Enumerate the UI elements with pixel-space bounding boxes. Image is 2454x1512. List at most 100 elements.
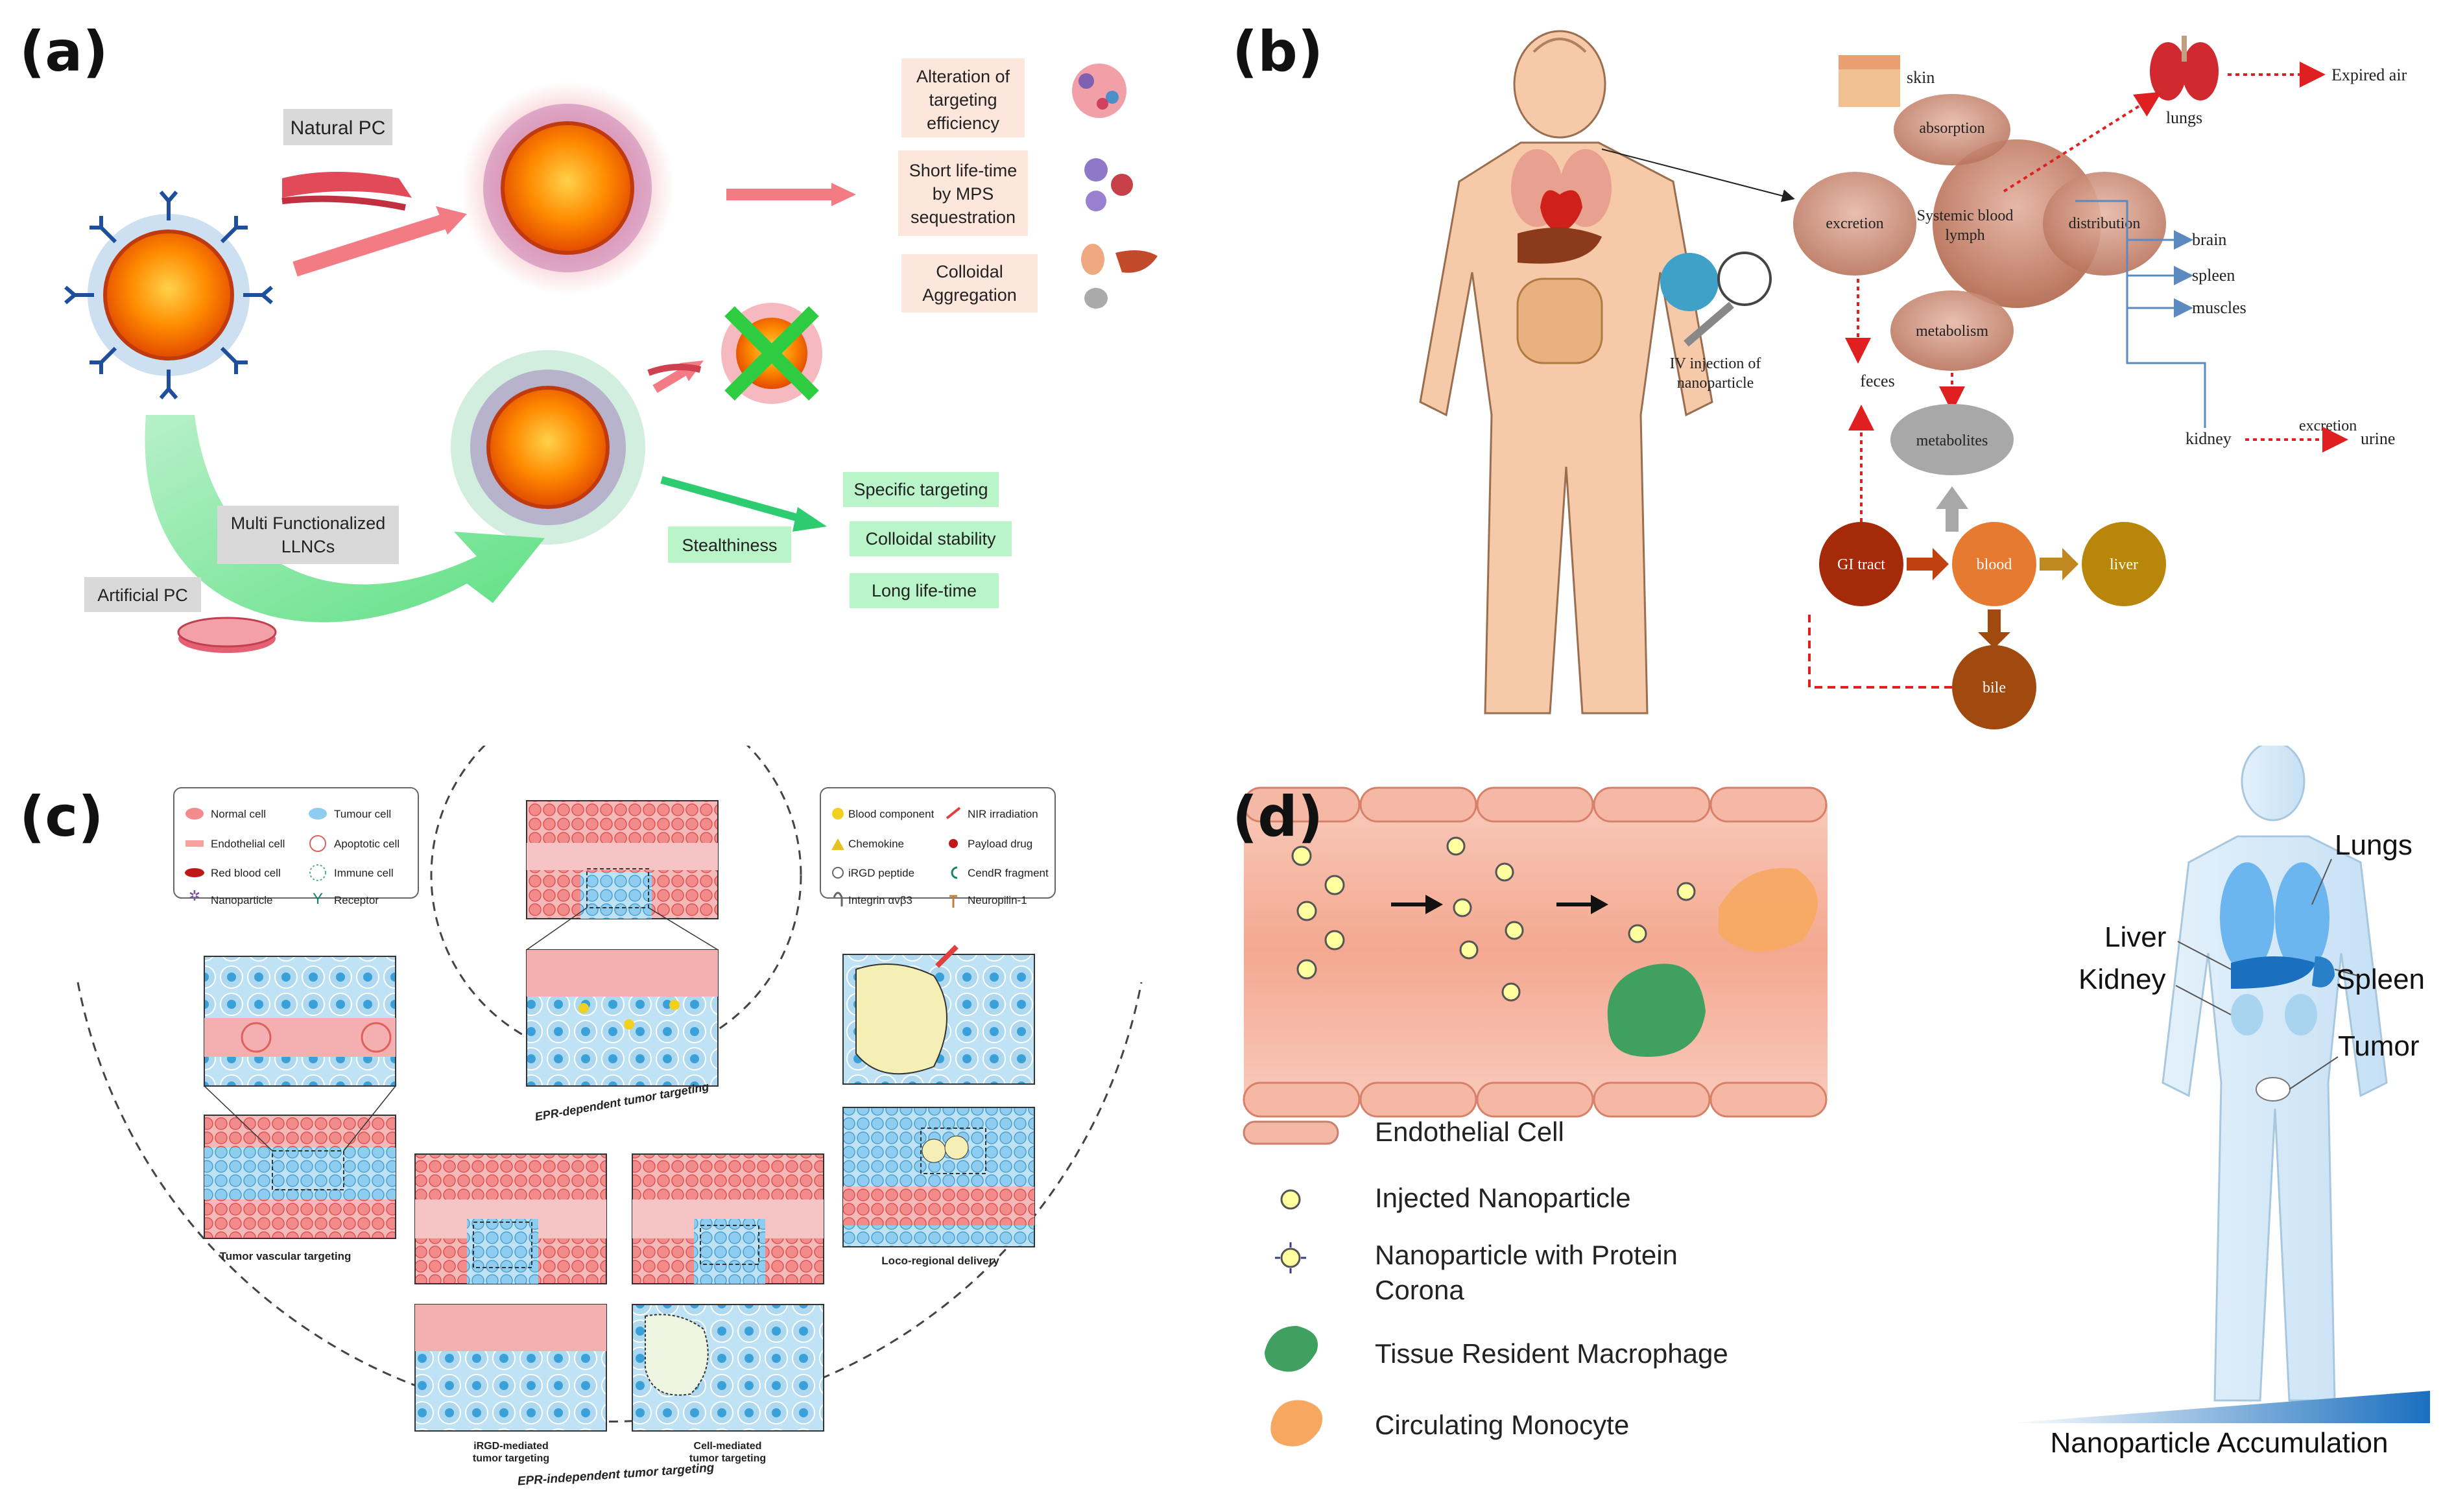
svg-text:Systemic blood: Systemic blood [1917, 207, 2014, 224]
panel-c-label: (c) [19, 785, 104, 849]
svg-text:Integrin αvβ3: Integrin αvβ3 [848, 894, 912, 906]
tumor-vascular-tile [204, 1115, 396, 1239]
svg-text:Corona: Corona [1375, 1275, 1464, 1305]
svg-text:Immune cell: Immune cell [334, 867, 394, 879]
svg-text:NIR irradiation: NIR irradiation [968, 808, 1038, 820]
svg-text:Endothelial cell: Endothelial cell [211, 838, 285, 850]
systemic-circulation-node [1793, 94, 2166, 371]
benefit-box-targeting [843, 472, 999, 507]
arrow-to-crossed [652, 365, 690, 394]
svg-text:Cell-mediated: Cell-mediated [694, 1441, 762, 1452]
svg-text:Loco-regional delivery: Loco-regional delivery [881, 1255, 999, 1267]
panel-b-label: (b) [1232, 19, 1324, 84]
svg-text:Chemokine: Chemokine [848, 838, 904, 850]
svg-text:muscles: muscles [2192, 298, 2246, 317]
accumulation-gradient [2008, 1391, 2430, 1423]
multifunctional-nanoparticle [451, 350, 645, 545]
svg-text:Endothelial Cell: Endothelial Cell [1375, 1116, 1564, 1147]
organs-icon [1081, 244, 1158, 309]
svg-text:IV injection of: IV injection of [1670, 355, 1761, 372]
organ-label-tumor: Tumor [2338, 1030, 2420, 1062]
accumulation-label: Nanoparticle Accumulation [2051, 1427, 2388, 1459]
svg-text:Injected Nanoparticle: Injected Nanoparticle [1375, 1183, 1631, 1213]
svg-text:Nanoparticle: Nanoparticle [211, 894, 272, 906]
natural-pc-box [283, 109, 392, 145]
svg-text:Tumor vascular targeting: Tumor vascular targeting [220, 1250, 351, 1262]
svg-text:tumor targeting: tumor targeting [689, 1453, 766, 1464]
benefit-box-lifetime [850, 573, 999, 608]
svg-text:iRGD peptide: iRGD peptide [848, 867, 914, 879]
svg-text:lymph: lymph [1945, 227, 1984, 244]
svg-text:brain: brain [2192, 230, 2226, 249]
svg-text:efficiency: efficiency [927, 113, 1000, 133]
multi-functionalized-box [217, 506, 399, 564]
tumor-vascular-zoom-tile [204, 956, 396, 1087]
svg-text:metabolites: metabolites [1916, 432, 1988, 449]
panel-c-diagram: Normal cell Tumour cell Endothelial cell… [77, 689, 1143, 1489]
svg-text:EPR-independent tumor targetin: EPR-independent tumor targeting [517, 1461, 715, 1488]
outcome-box-aggregation: Colloidal Aggregation [901, 254, 1038, 313]
svg-text:Payload drug: Payload drug [968, 838, 1032, 850]
blood-vessel-icon [281, 172, 412, 211]
svg-text:Alteration of: Alteration of [916, 67, 1010, 86]
irgd-zoom-tile [414, 1304, 607, 1432]
svg-text:Tissue Resident Macrophage: Tissue Resident Macrophage [1375, 1338, 1728, 1369]
petri-dish-icon [177, 617, 277, 653]
panel-d-label: (d) [1232, 785, 1324, 849]
organ-label-lungs: Lungs [2335, 829, 2412, 861]
stealthiness-box [668, 526, 791, 563]
svg-text:Red blood cell: Red blood cell [211, 867, 281, 879]
svg-text:Neuropilin-1: Neuropilin-1 [968, 894, 1027, 906]
panel-c: (c) Normal cell Tumour c [0, 689, 1219, 1509]
panel-a-label: (a) [19, 19, 108, 84]
svg-text:Aggregation: Aggregation [922, 285, 1017, 305]
blood-vessel-diagram [1243, 786, 1828, 1118]
svg-text:Circulating Monocyte: Circulating Monocyte [1375, 1410, 1629, 1440]
curved-green-arrow [145, 415, 545, 622]
svg-text:sequestration: sequestration [911, 207, 1016, 227]
nanoparticle-syringe-icon [1660, 252, 1772, 347]
legend-right-box [820, 787, 1056, 899]
svg-text:excretion: excretion [2299, 418, 2357, 434]
panel-b: (b) [1219, 0, 2454, 746]
artificial-pc-box [84, 577, 201, 612]
svg-text:nanoparticle: nanoparticle [1677, 375, 1754, 392]
svg-text:CendR fragment: CendR fragment [968, 867, 1049, 879]
svg-text:Short life-time: Short life-time [909, 161, 1018, 180]
skin-icon [1839, 55, 1900, 107]
bile-node [1952, 645, 2036, 729]
metabolites-node [1890, 404, 2014, 475]
gi-tract-node [1819, 522, 1903, 606]
epr-independent-arc [77, 982, 1143, 1423]
liver-node [2082, 522, 2166, 606]
panel-d-diagram: Endothelial Cell Injected Nanoparticle N… [1243, 741, 2430, 1459]
arrow-to-natural-pc [292, 213, 450, 277]
svg-text:tumor targeting: tumor targeting [473, 1453, 549, 1464]
svg-text:✲: ✲ [189, 888, 200, 904]
svg-text:urine: urine [2361, 429, 2395, 448]
svg-text:Nanoparticle with Protein: Nanoparticle with Protein [1375, 1240, 1678, 1270]
svg-text:excretion: excretion [1826, 215, 1883, 232]
organ-label-spleen: Spleen [2336, 963, 2425, 995]
outcome-box-mps: Short life-time by MPS sequestration [898, 150, 1028, 236]
legend-left-box [173, 787, 419, 899]
svg-text:kidney: kidney [2186, 429, 2232, 448]
svg-text:bile: bile [1983, 679, 2006, 696]
svg-text:distribution: distribution [2069, 215, 2141, 232]
svg-text:GI tract: GI tract [1837, 556, 1885, 573]
blood-node [1952, 522, 2036, 606]
svg-text:metabolism: metabolism [1916, 323, 1988, 340]
svg-text:by MPS: by MPS [933, 184, 994, 204]
svg-text:iRGD-mediated: iRGD-mediated [473, 1441, 549, 1452]
stealthiness-label: Stealthiness [682, 536, 777, 555]
benefit-box-stability [850, 521, 1012, 556]
protein-corona-nanoparticle [460, 81, 674, 295]
epr-zoom-tile [526, 949, 719, 1087]
irgd-tile [414, 1153, 607, 1284]
organ-label-liver: Liver [2104, 921, 2166, 953]
loco-regional-zoom-tile [842, 945, 1035, 1085]
svg-text:liver: liver [2110, 556, 2138, 573]
svg-text:Apoptotic cell: Apoptotic cell [334, 838, 399, 850]
panel-b-diagram: IV injection of nanoparticle skin lungs … [1419, 30, 2407, 729]
svg-text:Expired air: Expired air [2331, 65, 2407, 84]
